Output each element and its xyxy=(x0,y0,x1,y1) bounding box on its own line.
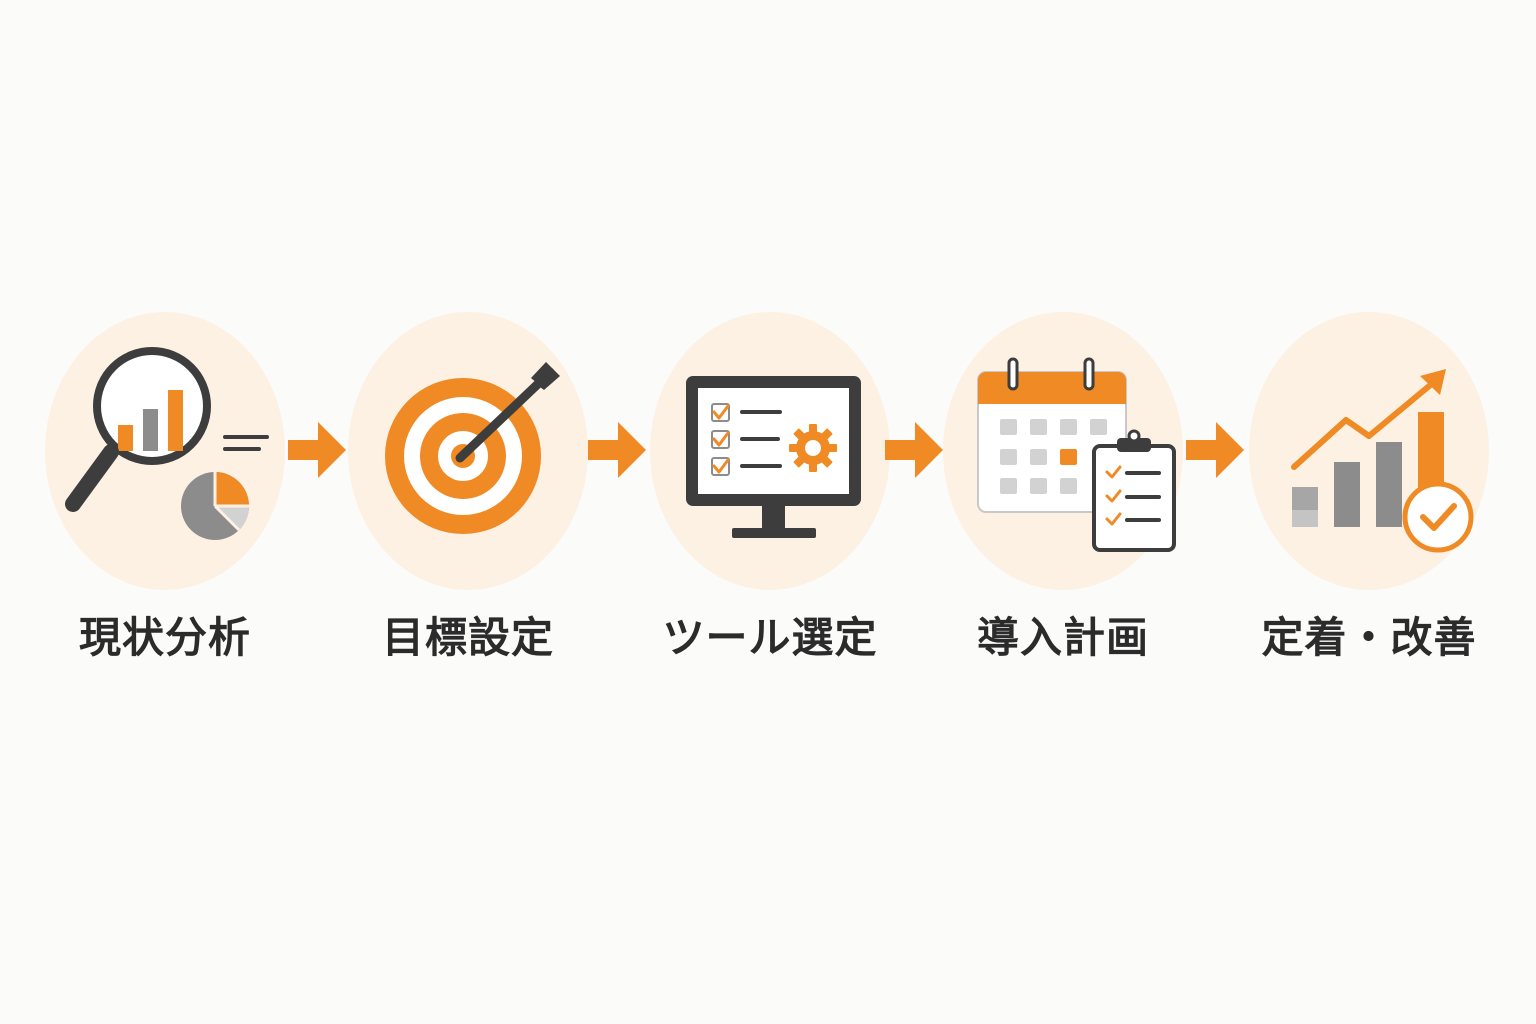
step-label: 導入計画 xyxy=(976,613,1149,662)
target-arrow-icon xyxy=(385,362,560,534)
step-tool-selection: ツール選定 xyxy=(645,312,895,712)
growth-chart-check-icon xyxy=(1291,369,1474,553)
arrow-right-icon xyxy=(586,420,648,480)
step-label: 目標設定 xyxy=(381,613,554,662)
monitor-checklist-gear-icon xyxy=(686,376,861,538)
arrow-right-icon xyxy=(883,420,945,480)
step-goal-setting: 目標設定 xyxy=(343,312,593,712)
step-label: 現状分析 xyxy=(78,613,251,662)
step-adoption-improvement: 定着・改善 xyxy=(1244,312,1494,712)
step-label: ツール選定 xyxy=(662,613,878,662)
calendar-clipboard-icon xyxy=(977,357,1176,552)
arrow-right-icon xyxy=(286,420,348,480)
step-current-analysis: 現状分析 xyxy=(40,312,290,712)
step-implementation-plan: 導入計画 xyxy=(938,312,1188,712)
step-label: 定着・改善 xyxy=(1261,613,1477,662)
magnifier-chart-icon xyxy=(65,347,269,540)
arrow-right-icon xyxy=(1184,420,1246,480)
